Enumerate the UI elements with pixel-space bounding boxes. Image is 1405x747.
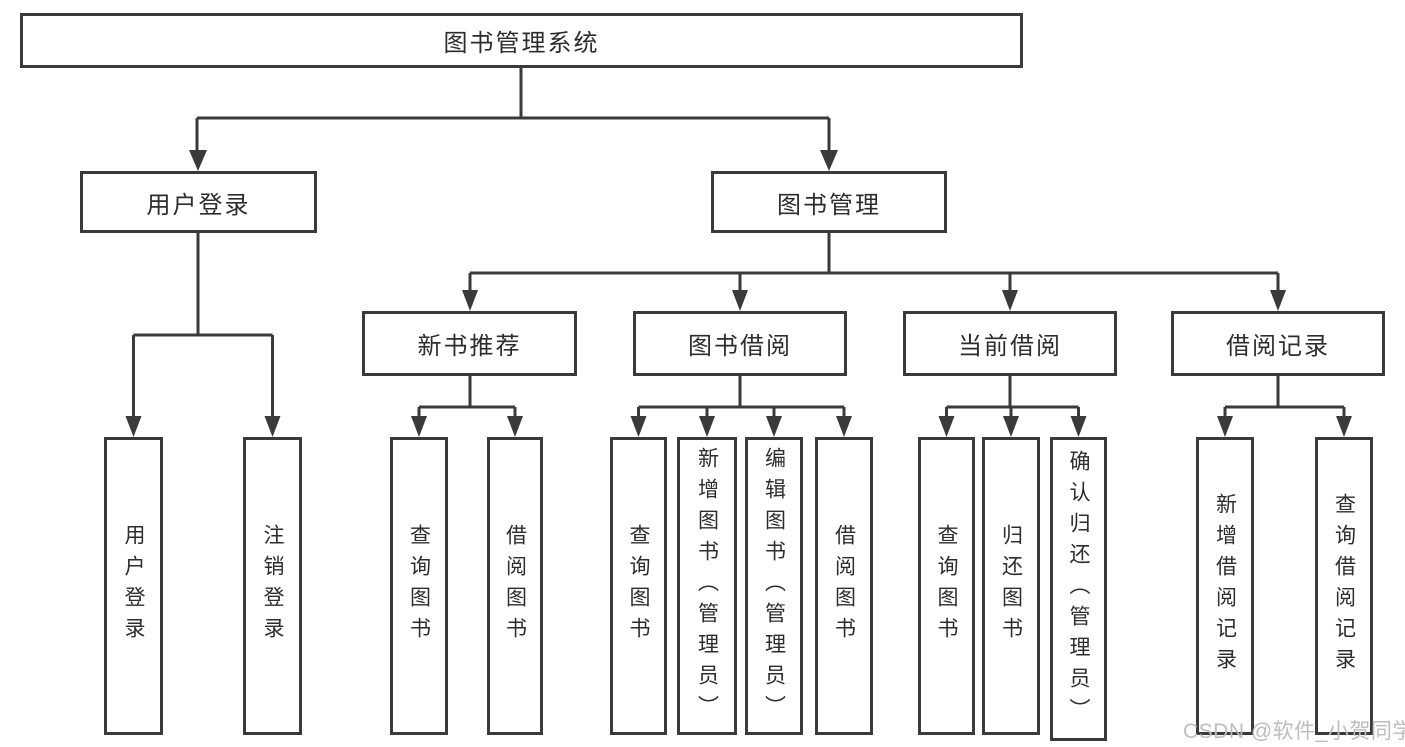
leaf-edit-books-admin: 编辑图书（管理员）: [745, 437, 803, 735]
node-label: 用户登录: [146, 191, 251, 219]
arrowheads: [125, 150, 1352, 437]
leaf-add-borrow-record: 新增借阅记录: [1196, 437, 1254, 735]
leaf-add-books-admin: 新增图书（管理员）: [677, 437, 737, 735]
node-library-management-system: 图书管理系统: [20, 13, 1023, 68]
leaf-confirm-return-admin: 确认归还（管理员）: [1050, 437, 1107, 741]
leaf-label: 借阅图书: [503, 524, 527, 648]
leaf-borrow-books-2: 借阅图书: [815, 437, 873, 735]
leaf-query-books-1: 查询图书: [390, 437, 448, 735]
edge-borrowrecords-to-leaves: [1223, 376, 1346, 418]
node-new-book-recommend: 新书推荐: [362, 311, 577, 376]
leaf-label: 借阅图书: [832, 524, 856, 648]
edge-bookmgmt-to-level3: [468, 233, 1280, 292]
leaf-label: 新增借阅记录: [1213, 493, 1237, 679]
node-label: 当前借阅: [958, 333, 1062, 360]
leaf-logout: 注销登录: [243, 437, 302, 735]
node-borrowing-records: 借阅记录: [1171, 311, 1385, 376]
edge-newbooks-to-leaves: [417, 376, 517, 418]
leaf-query-books-3: 查询图书: [918, 437, 975, 735]
leaf-label: 确认归还（管理员）: [1067, 449, 1090, 729]
edge-userlogin-to-leaves: [132, 233, 274, 418]
csdn-watermark: CSDN @软件_小贺同学: [1183, 720, 1405, 743]
node-current-borrowing: 当前借阅: [903, 311, 1117, 376]
node-label: 图书借阅: [688, 333, 792, 360]
node-book-management: 图书管理: [711, 171, 947, 233]
leaf-label: 查询借阅记录: [1332, 493, 1356, 679]
leaf-label: 查询图书: [935, 524, 958, 648]
leaf-user-login: 用户登录: [104, 437, 163, 735]
node-label: 借阅记录: [1226, 333, 1330, 360]
leaf-label: 编辑图书（管理员）: [762, 446, 786, 726]
node-label: 新书推荐: [417, 333, 522, 360]
edge-bookborrow-to-leaves: [637, 376, 846, 418]
leaf-label: 查询图书: [627, 524, 650, 648]
leaf-label: 用户登录: [122, 524, 145, 648]
leaf-return-books: 归还图书: [982, 437, 1040, 735]
node-label: 图书管理: [777, 191, 881, 219]
node-user-login: 用户登录: [80, 171, 317, 233]
node-book-borrowing: 图书借阅: [633, 311, 847, 376]
leaf-query-books-2: 查询图书: [610, 437, 667, 735]
leaf-label: 归还图书: [999, 524, 1023, 648]
edge-root-to-level2: [195, 68, 831, 152]
edge-currentborrow-to-leaves: [945, 376, 1080, 418]
leaf-borrow-books-1: 借阅图书: [487, 437, 543, 735]
leaf-label: 注销登录: [261, 524, 284, 648]
leaf-label: 新增图书（管理员）: [695, 446, 719, 726]
node-label: 图书管理系统: [443, 30, 600, 57]
leaf-label: 查询图书: [407, 524, 431, 648]
leaf-query-borrow-record: 查询借阅记录: [1315, 437, 1373, 735]
